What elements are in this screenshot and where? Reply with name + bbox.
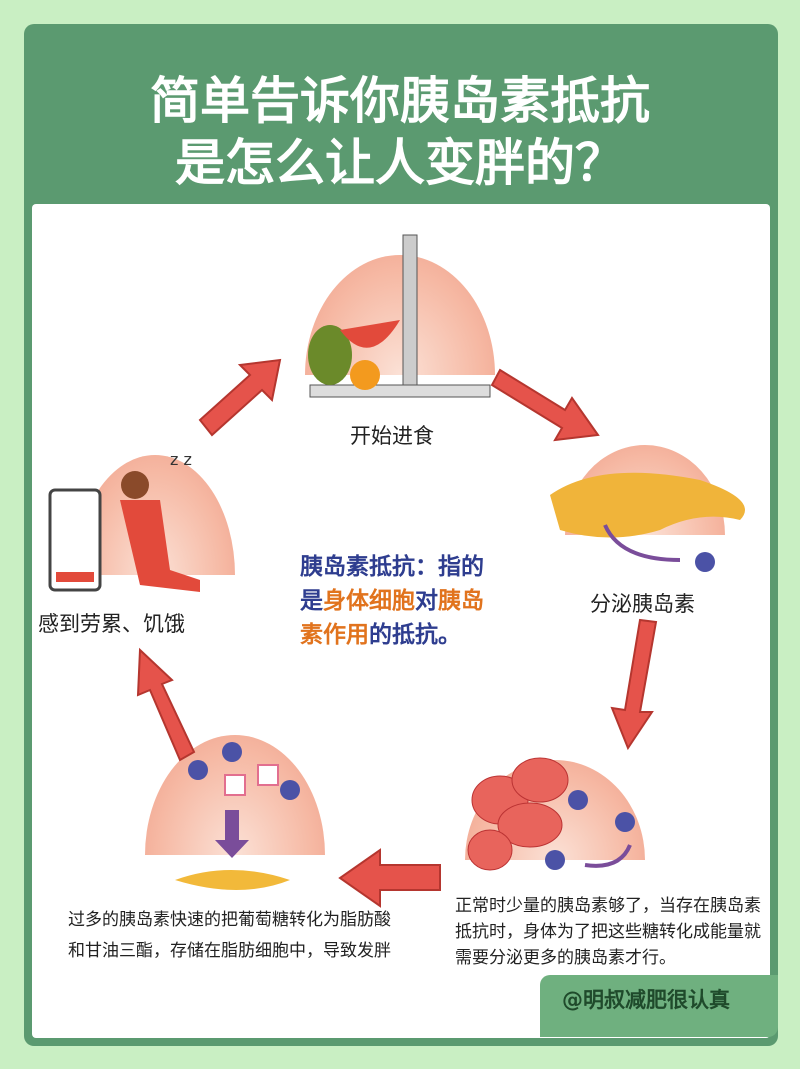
plate-icon <box>309 384 491 398</box>
fat-cell-icon <box>175 870 290 890</box>
down-arrow-icon <box>215 840 249 858</box>
arrow-icon <box>198 358 282 437</box>
step-start-eating: 开始进食 <box>350 424 434 448</box>
body-cells-icon <box>467 757 569 871</box>
watermark: @明叔减肥很认真 <box>540 975 778 1037</box>
arrow-icon <box>610 618 658 751</box>
battery-icon <box>48 488 102 592</box>
step-tired-hungry: 感到劳累、饥饿 <box>38 612 185 636</box>
step-fat-storage-text: 过多的胰岛素快速的把葡萄糖转化为脂肪酸和甘油三酯，存储在脂肪细胞中，导致发胖 <box>68 910 391 961</box>
arrow-icon <box>136 647 196 762</box>
arrow-icon <box>490 368 600 442</box>
pancreas-icon <box>550 472 745 538</box>
avocado-icon <box>308 325 352 385</box>
watermelon-icon <box>340 320 400 348</box>
arrow-icon <box>338 848 441 908</box>
definition-text: 胰岛素抵抗：指的 是身体细胞对胰岛 素作用的抵抗。 <box>300 554 484 648</box>
insulin-molecule-icon <box>695 552 715 572</box>
fork-icon <box>402 234 418 386</box>
step-secrete-insulin: 分泌胰岛素 <box>590 592 695 616</box>
orange-icon <box>350 360 380 390</box>
svg-text:z z: z z <box>170 450 192 469</box>
secretion-arrow-icon <box>603 524 681 562</box>
step-insulin-resistance-text: 正常时少量的胰岛素够了，当存在胰岛素抵抗时，身体为了把这些糖转化成能量就需要分泌… <box>455 896 761 968</box>
title-line1: 简单告诉你胰岛素抵抗 <box>150 72 650 130</box>
title-line2: 是怎么让人变胖的？ <box>175 134 625 192</box>
person-tired-icon <box>121 471 149 499</box>
